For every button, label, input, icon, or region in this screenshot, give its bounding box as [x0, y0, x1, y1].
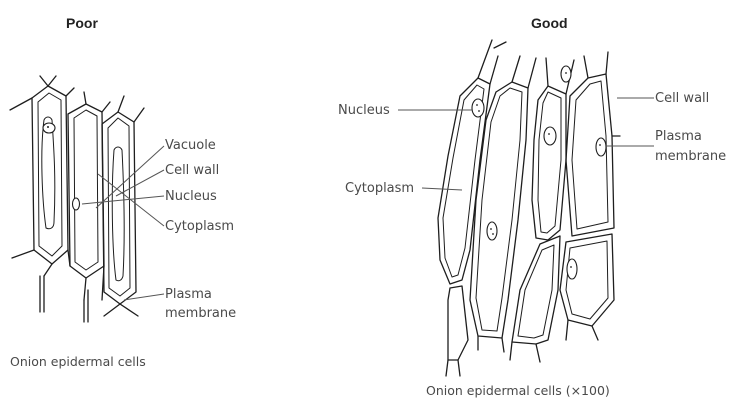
label-plasma-line1: Plasma [165, 287, 212, 302]
poor-panel: Poor [10, 15, 236, 369]
poor-nucleus-1 [43, 123, 55, 133]
good-nucleolus-top [565, 72, 567, 74]
good-nucleolus-b1 [490, 228, 492, 230]
cytoplasm-leader [98, 174, 164, 226]
nucleus-leader [82, 196, 164, 204]
good-cell-b-membrane [476, 88, 522, 331]
good-heading: Good [531, 15, 568, 31]
label-cytoplasm: Cytoplasm [165, 219, 234, 234]
good-panel: Good [338, 15, 726, 398]
poor-heading: Poor [66, 15, 98, 31]
good-label-plasma-line1: Plasma [655, 129, 702, 144]
good-label-cytoplasm: Cytoplasm [345, 181, 414, 196]
good-caption: Onion epidermal cells (×100) [426, 383, 610, 398]
good-nucleolus-f [570, 266, 572, 268]
good-nucleolus-b2 [492, 233, 494, 235]
good-label-nucleus: Nucleus [338, 103, 390, 118]
poor-vacuole-2 [112, 147, 124, 281]
poor-nucleus-2 [73, 198, 80, 210]
good-wall-extensions-bottom [446, 320, 598, 376]
good-nucleolus-d [599, 144, 601, 146]
good-cell-g-wall [448, 286, 468, 360]
good-nucleolus-a2 [478, 110, 480, 112]
poor-cell-2-membrane [74, 110, 98, 270]
good-nucleolus-c [548, 133, 550, 135]
poor-cell-3-wall [102, 112, 136, 304]
label-plasma-line2: membrane [165, 306, 236, 321]
poor-cell-2-wall [68, 104, 104, 278]
good-nucleus-c [544, 127, 556, 145]
good-cell-f-membrane [566, 241, 608, 319]
good-nucleus-b [487, 222, 497, 240]
poor-cell-3-membrane [108, 118, 130, 296]
good-cell-c-membrane [538, 92, 561, 233]
label-nucleus: Nucleus [165, 189, 217, 204]
poor-nucleolus-1 [47, 126, 49, 128]
good-nucleus-top [561, 66, 571, 82]
good-nucleus-f [567, 259, 577, 279]
good-cell-f-wall [560, 234, 614, 326]
poor-vacuole-1 [42, 117, 55, 229]
good-nucleolus-a1 [476, 104, 478, 106]
poor-cell-1-wall [32, 86, 68, 264]
good-cell-e-membrane [518, 245, 554, 338]
poor-caption: Onion epidermal cells [10, 354, 146, 369]
good-nucleus-a [472, 99, 484, 117]
good-label-plasma-line2: membrane [655, 149, 726, 164]
poor-wall-stems [40, 276, 88, 322]
label-vacuole: Vacuole [165, 138, 216, 153]
good-nucleus-d [596, 138, 606, 156]
poor-cell-drawing [10, 76, 144, 322]
good-cell-drawing [438, 40, 620, 376]
label-cell-wall: Cell wall [165, 163, 219, 178]
good-cell-b-wall [470, 82, 528, 338]
good-wall-extensions-top [478, 40, 620, 136]
good-label-cell-wall: Cell wall [655, 91, 709, 106]
